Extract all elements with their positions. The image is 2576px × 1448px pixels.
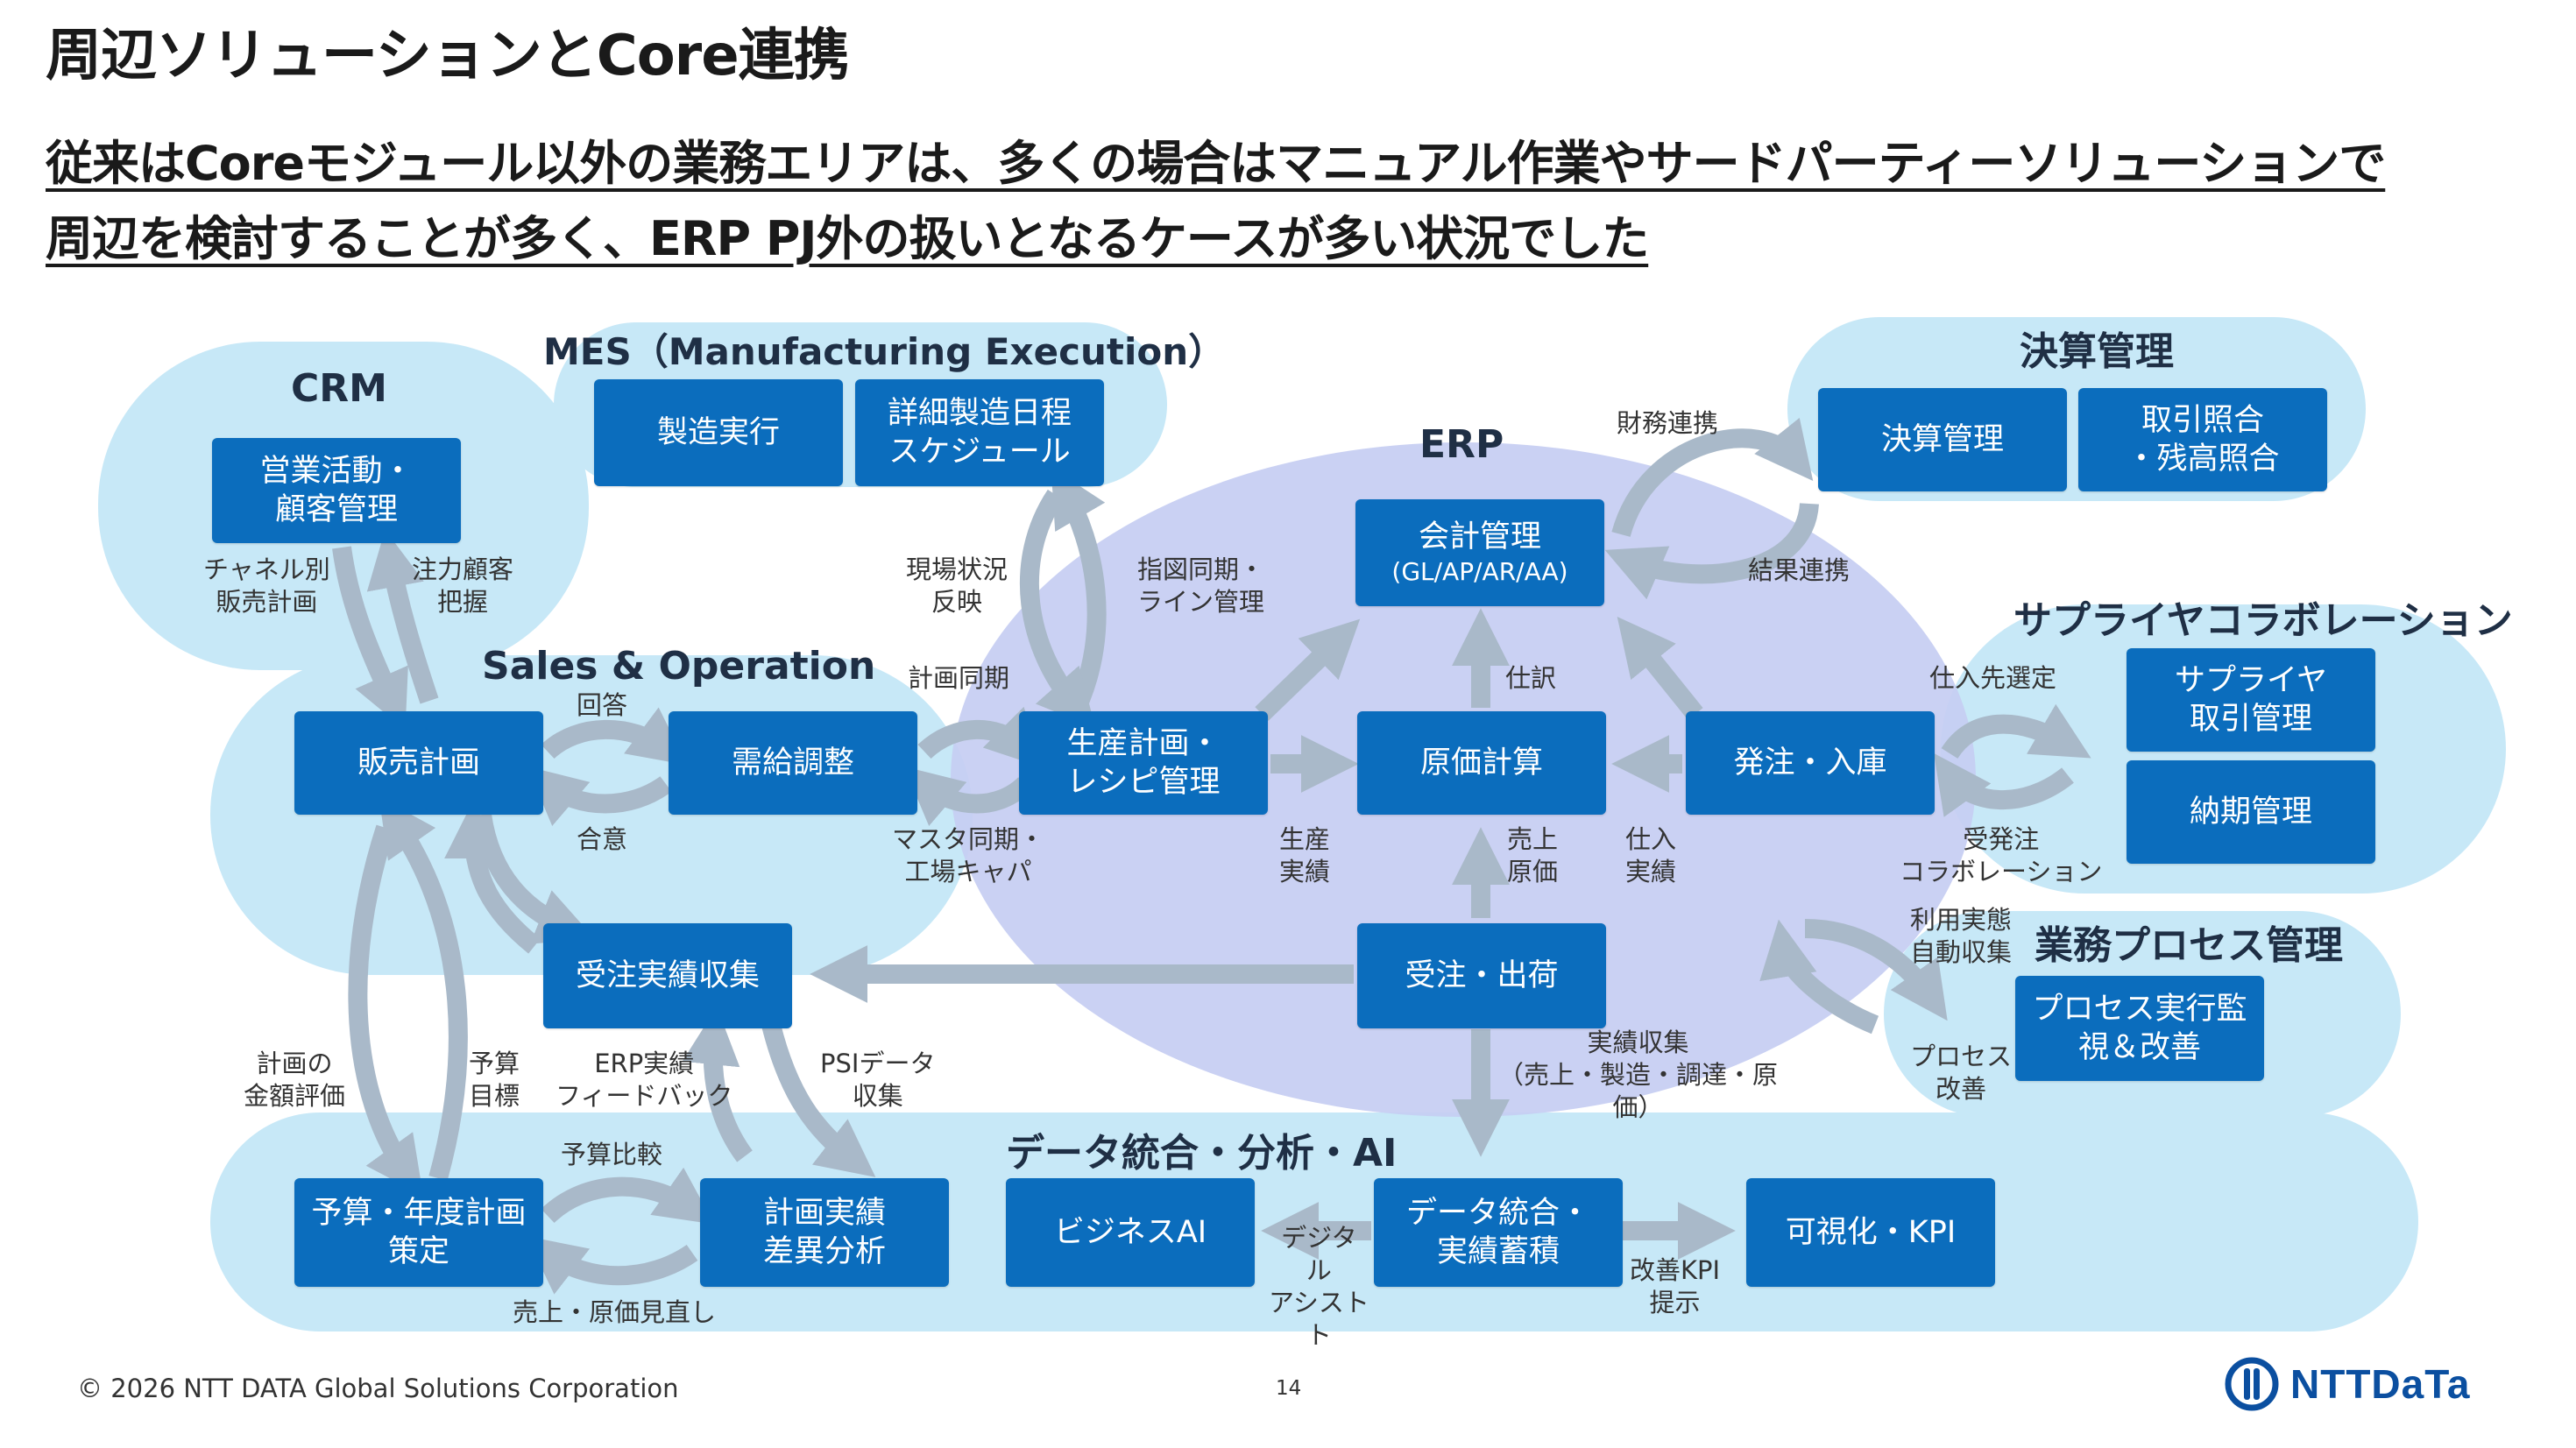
ntt-data-logo: NTTDaTa xyxy=(2224,1356,2471,1412)
label-kingaku: 計画の金額評価 xyxy=(244,1049,346,1111)
arrow-crm-up xyxy=(366,529,439,704)
group-label-bpm: 業務プロセス管理 xyxy=(2035,923,2343,968)
label-goui: 合意 xyxy=(577,824,628,854)
box-kashika: 可視化・KPI xyxy=(1746,1178,1995,1287)
arrow-seisan-kaikei xyxy=(1255,618,1361,721)
arrow-mes-down xyxy=(1019,489,1096,729)
arrow-hanbai-jukyu-top xyxy=(541,707,688,766)
arrow-jukyu-hanbai-bottom xyxy=(527,766,672,826)
label-shiwake: 仕訳 xyxy=(1505,663,1557,693)
arrow-crm-down xyxy=(332,546,408,731)
box-data-togo: データ統合・実績蓄積 xyxy=(1374,1178,1623,1287)
arrow-supplier-top xyxy=(1941,703,2091,759)
label-kekka: 結果連携 xyxy=(1748,555,1851,585)
arrow-kessan-cycle-bottom xyxy=(1604,502,1819,600)
box-mes-schedule: 詳細製造日程スケジュール xyxy=(855,379,1104,486)
label-shiire-jisseki: 仕入実績 xyxy=(1625,824,1677,886)
label-master: マスタ同期・工場キャパ xyxy=(892,824,1045,886)
label-shizu: 指図同期・ライン管理 xyxy=(1137,554,1265,617)
box-hanbai: 販売計画 xyxy=(294,711,543,815)
arrow-collect-keikaku xyxy=(761,1022,876,1177)
box-crm-sales: 営業活動・顧客管理 xyxy=(212,438,461,543)
label-uriage-minaoshi: 売上・原価見直し xyxy=(513,1297,717,1327)
label-digital: デジタルアシストト xyxy=(1269,1223,1369,1350)
label-process-kaizen: プロセス改善 xyxy=(1910,1042,2013,1104)
label-yosan-mokuhyo: 予算目標 xyxy=(469,1049,520,1111)
box-kaikei: 会計管理(GL/AP/AR/AA) xyxy=(1355,499,1604,606)
label-psi: PSIデータ収集 xyxy=(820,1049,936,1111)
arrow-yosan-hanbai xyxy=(379,796,468,1181)
box-juchu-shuushuu: 受注実績収集 xyxy=(543,923,792,1028)
label-keikaku-douki: 計画同期 xyxy=(908,663,1010,693)
arrow-jukyu-seisan-top xyxy=(917,706,1044,768)
label-jisseki-shuushuu: 実績収集（売上・製造・調達・原価） xyxy=(1498,1028,1779,1122)
subtitle-line-2: 周辺を検討することが多く、ERP PJ外の扱いとなるケースが多い状況でした xyxy=(46,211,1649,266)
subtitle-line-1: 従来はCoreモジュール以外の業務エリアは、多くの場合はマニュアル作業やサードパ… xyxy=(46,136,2386,191)
label-erp-fb: ERP実績フィードバック xyxy=(556,1049,733,1111)
arrow-yosan-keikaku-top xyxy=(541,1167,715,1225)
box-nouki: 納期管理 xyxy=(2127,760,2375,864)
box-yosan: 予算・年度計画策定 xyxy=(294,1178,543,1287)
arrow-seisan-jukyu-bottom xyxy=(903,766,1032,826)
arrow-supplier-bottom xyxy=(1934,752,2074,817)
group-label-erp: ERP xyxy=(1419,422,1504,467)
box-bizai: ビジネスAI xyxy=(1006,1178,1255,1287)
copyright: © 2026 NTT DATA Global Solutions Corpora… xyxy=(77,1374,679,1403)
group-label-crm: CRM xyxy=(291,366,387,411)
label-zaimu: 財務連携 xyxy=(1617,408,1719,438)
label-chuuryoku: 注力顧客把握 xyxy=(412,554,514,617)
label-riyou: 利用実態自動収集 xyxy=(1910,905,2013,967)
arrow-collect-hanbai xyxy=(444,801,541,954)
box-hatchu: 発注・入庫 xyxy=(1686,711,1935,815)
box-juchu-shukka: 受注・出荷 xyxy=(1357,923,1606,1028)
label-kaitou: 回答 xyxy=(577,690,628,720)
page-number: 14 xyxy=(1276,1377,1302,1400)
label-uriage-genka: 売上原価 xyxy=(1507,824,1559,886)
box-supplier-torihiki: サプライヤ取引管理 xyxy=(2127,648,2375,752)
label-genba: 現場状況反映 xyxy=(906,554,1008,617)
box-genka: 原価計算 xyxy=(1357,711,1606,815)
box-torihiki: 取引照合・残高照合 xyxy=(2078,388,2327,491)
arrow-bpm-top xyxy=(1804,919,1948,1021)
box-kessan: 決算管理 xyxy=(1818,388,2067,491)
box-keikaku-jisseki: 計画実績差異分析 xyxy=(700,1178,949,1287)
group-label-kessan: 決算管理 xyxy=(2020,329,2174,374)
box-process: プロセス実行監視＆改善 xyxy=(2015,976,2264,1081)
group-label-data: データ統合・分析・AI xyxy=(1006,1131,1398,1176)
box-jukyu: 需給調整 xyxy=(669,711,917,815)
arrow-bpm-bottom xyxy=(1759,919,1879,1035)
group-label-mes: MES（Manufacturing Execution） xyxy=(543,330,1226,373)
box-seisan: 生産計画・レシピ管理 xyxy=(1019,711,1268,815)
label-shiiresaki: 仕入先選定 xyxy=(1929,663,2057,693)
arrow-hatchu-kaikei xyxy=(1617,617,1703,720)
group-label-sop: Sales & Operation xyxy=(482,644,876,689)
logo-text: NTTDaTa xyxy=(2290,1361,2471,1407)
label-juhatchu: 受発注コラボレーション xyxy=(1900,824,2103,886)
page-title: 周辺ソリューションとCore連携 xyxy=(46,24,850,88)
box-mes-seizo: 製造実行 xyxy=(594,379,843,486)
arrow-hanbai-yosan xyxy=(348,824,424,1196)
group-label-supplier: サプライヤコラボレーション xyxy=(2013,598,2513,643)
label-channel: チャネル別販売計画 xyxy=(203,554,330,617)
ntt-logo-icon xyxy=(2225,1357,2279,1411)
arrow-keikaku-collect xyxy=(682,1007,753,1162)
label-yosan-hikaku: 予算比較 xyxy=(561,1140,663,1169)
label-seisan-jisseki: 生産実績 xyxy=(1279,824,1331,886)
arrow-kessan-cycle-top xyxy=(1611,417,1814,538)
arrow-keikaku-yosan-bottom xyxy=(526,1236,698,1295)
